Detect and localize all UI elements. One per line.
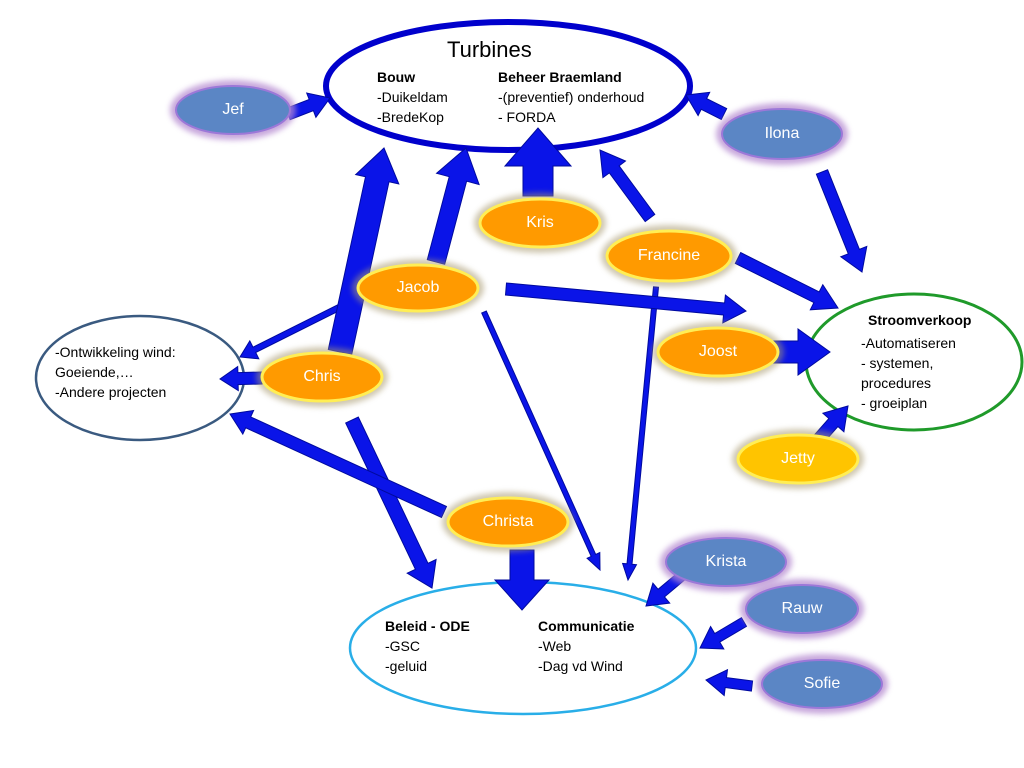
person-shape-jef	[175, 85, 291, 135]
turbines-bouw-heading: Bouw	[377, 69, 416, 85]
person-shape-jacob	[356, 263, 480, 313]
arrow-francine-to-stroomverkoop	[734, 251, 839, 311]
person-node-joost	[652, 322, 784, 382]
arrows-layer	[219, 91, 868, 697]
arrow-jacob-to-turbines	[426, 147, 480, 265]
ontwikkeling-item: -Andere projecten	[55, 384, 167, 400]
turbines-beheer-heading: Beheer Braemland	[498, 69, 622, 85]
person-shape-rauw	[745, 584, 859, 634]
arrow-jacob-to-joost	[504, 282, 747, 324]
arrow-ilona-to-stroomverkoop	[815, 169, 868, 273]
person-shape-ilona	[721, 108, 843, 160]
person-label-francine: Francine	[637, 247, 701, 264]
beleid-ode-item: -GSC	[385, 638, 420, 654]
person-label-krista: Krista	[705, 553, 747, 570]
turbines-hub	[323, 19, 693, 153]
ontwikkeling-item: Goeiende,…	[55, 364, 134, 380]
beleid-ode-block: Beleid - ODE -GSC -geluid	[385, 616, 470, 676]
stroomverkoop-heading: Stroomverkoop	[868, 312, 972, 328]
person-node-ilona	[716, 103, 848, 165]
stroomverkoop-item: -Automatiseren	[861, 335, 956, 351]
person-node-sofie	[756, 654, 888, 714]
person-shape-jetty	[736, 433, 860, 485]
beleid-ode-item: -geluid	[385, 658, 428, 674]
arrow-francine-to-beleid	[621, 286, 660, 582]
beleid-ode-heading: Beleid - ODE	[385, 618, 470, 634]
person-label-jacob: Jacob	[396, 279, 440, 296]
person-label-rauw: Rauw	[781, 600, 823, 617]
person-label-jef: Jef	[222, 101, 244, 118]
arrow-chris-to-turbines	[327, 147, 400, 356]
person-node-chris	[256, 347, 388, 407]
person-label-christa: Christa	[482, 513, 534, 530]
turbines-bouw-item: -Duikeldam	[377, 89, 448, 105]
arrow-rauw-to-beleid	[699, 617, 748, 650]
person-shape-joost	[656, 326, 780, 378]
person-label-ilona: Ilona	[764, 125, 800, 142]
person-shape-kris	[478, 197, 602, 249]
stroomverkoop-item: - groeiplan	[861, 395, 928, 411]
people-layer	[170, 80, 888, 714]
person-shape-krista	[665, 537, 787, 587]
person-node-kris	[474, 193, 606, 253]
person-label-kris: Kris	[526, 214, 554, 231]
person-node-rauw	[740, 579, 864, 639]
arrow-jacob-to-beleid	[481, 310, 601, 572]
communicatie-block: Communicatie -Web -Dag vd Wind	[538, 616, 634, 676]
communicatie-item: -Dag vd Wind	[538, 658, 623, 674]
stroomverkoop-item: - systemen,	[861, 355, 934, 371]
person-node-krista	[660, 532, 792, 592]
arrow-francine-to-turbines	[599, 149, 656, 223]
person-node-jacob	[352, 259, 484, 317]
person-shape-chris	[260, 351, 384, 403]
arrow-chris-to-beleid	[345, 416, 437, 589]
person-shape-francine	[605, 229, 733, 283]
person-node-jef	[170, 80, 296, 140]
stroomverkoop-item: procedures	[861, 375, 932, 391]
turbines-beheer-item: -(preventief) onderhoud	[498, 89, 645, 105]
turbines-beheer-item: - FORDA	[498, 109, 556, 125]
person-shape-sofie	[761, 659, 883, 709]
person-label-joost: Joost	[698, 343, 738, 360]
arrow-sofie-to-beleid	[705, 668, 754, 697]
communicatie-item: -Web	[538, 638, 572, 654]
arrow-ilona-to-turbines	[685, 91, 728, 121]
person-shape-christa	[446, 496, 570, 548]
arrow-kris-to-turbines	[503, 127, 573, 197]
turbines-beheer-block: Beheer Braemland -(preventief) onderhoud…	[498, 67, 644, 127]
turbines-bouw-block: Bouw -Duikeldam -BredeKop	[377, 67, 448, 127]
person-label-jetty: Jetty	[781, 450, 815, 467]
person-label-chris: Chris	[303, 368, 341, 385]
turbines-bouw-item: -BredeKop	[377, 109, 444, 125]
arrow-christa-to-ontwikkeling	[229, 409, 448, 519]
person-label-sofie: Sofie	[803, 675, 841, 692]
communicatie-heading: Communicatie	[538, 618, 635, 634]
person-node-jetty	[732, 429, 864, 489]
arrow-christa-to-beleid	[493, 549, 551, 611]
ontwikkeling-block: -Ontwikkeling wind: Goeiende,… -Andere p…	[55, 342, 176, 402]
turbines-title: Turbines	[447, 37, 532, 62]
stroomverkoop-block: Stroomverkoop -Automatiseren - systemen,…	[861, 310, 971, 413]
person-node-christa	[442, 492, 574, 552]
ontwikkeling-item: -Ontwikkeling wind:	[55, 344, 176, 360]
person-node-francine	[601, 225, 737, 287]
